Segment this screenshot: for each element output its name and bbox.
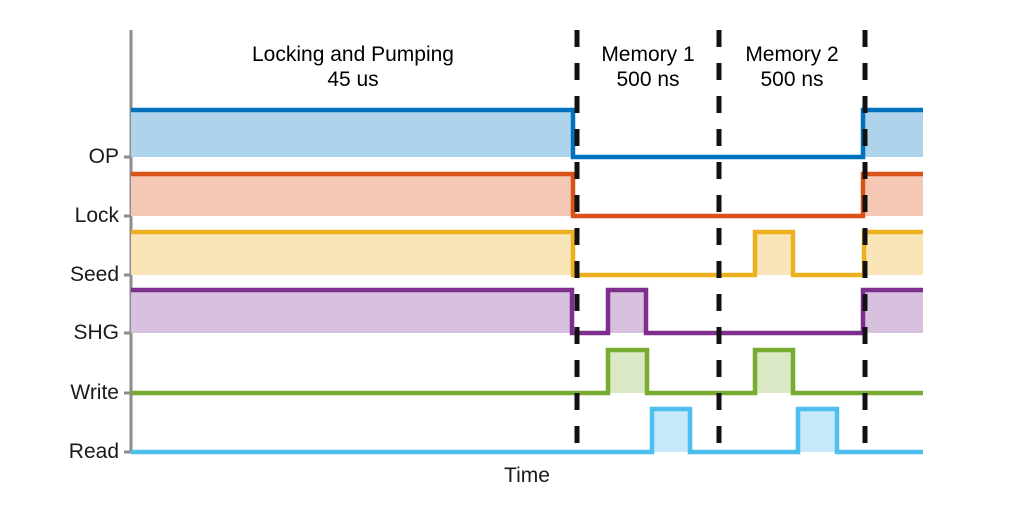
trace-fill-write <box>608 350 647 393</box>
trace-fill-op <box>863 110 923 157</box>
y-axis-label-op: OP <box>88 145 119 168</box>
trace-fill-read <box>798 409 837 452</box>
trace-fill-lock <box>863 174 923 216</box>
trace-fill-read <box>652 409 690 452</box>
trace-fill-lock <box>131 174 573 216</box>
y-axis-label-shg: SHG <box>73 321 119 344</box>
phase-title-locking-and-pumping: Locking and Pumping 45 us <box>252 43 454 91</box>
trace-fill-shg <box>863 290 923 333</box>
trace-fill-seed <box>131 232 573 275</box>
trace-fill-op <box>131 110 573 157</box>
trace-line-write <box>131 347 923 396</box>
x-axis-title: Time <box>504 464 550 487</box>
trace-fill-shg <box>608 290 646 333</box>
trace-fill-seed <box>864 232 923 275</box>
y-axis-label-read: Read <box>68 440 119 463</box>
trace-line-op <box>131 107 923 160</box>
trace-line-read <box>131 406 923 455</box>
y-axis-label-seed: Seed <box>69 263 119 286</box>
y-axis-label-write: Write <box>70 381 119 404</box>
trace-line-seed <box>131 229 923 278</box>
phase-title-memory-2: Memory 2 500 ns <box>745 43 839 91</box>
trace-fill-write <box>755 350 793 393</box>
trace-line-lock <box>131 171 923 219</box>
trace-fill-shg <box>131 290 572 333</box>
trace-line-shg <box>131 287 923 336</box>
trace-fill-seed <box>755 232 793 275</box>
phase-title-memory-1: Memory 1 500 ns <box>601 43 695 91</box>
y-axis-label-lock: Lock <box>74 204 119 227</box>
